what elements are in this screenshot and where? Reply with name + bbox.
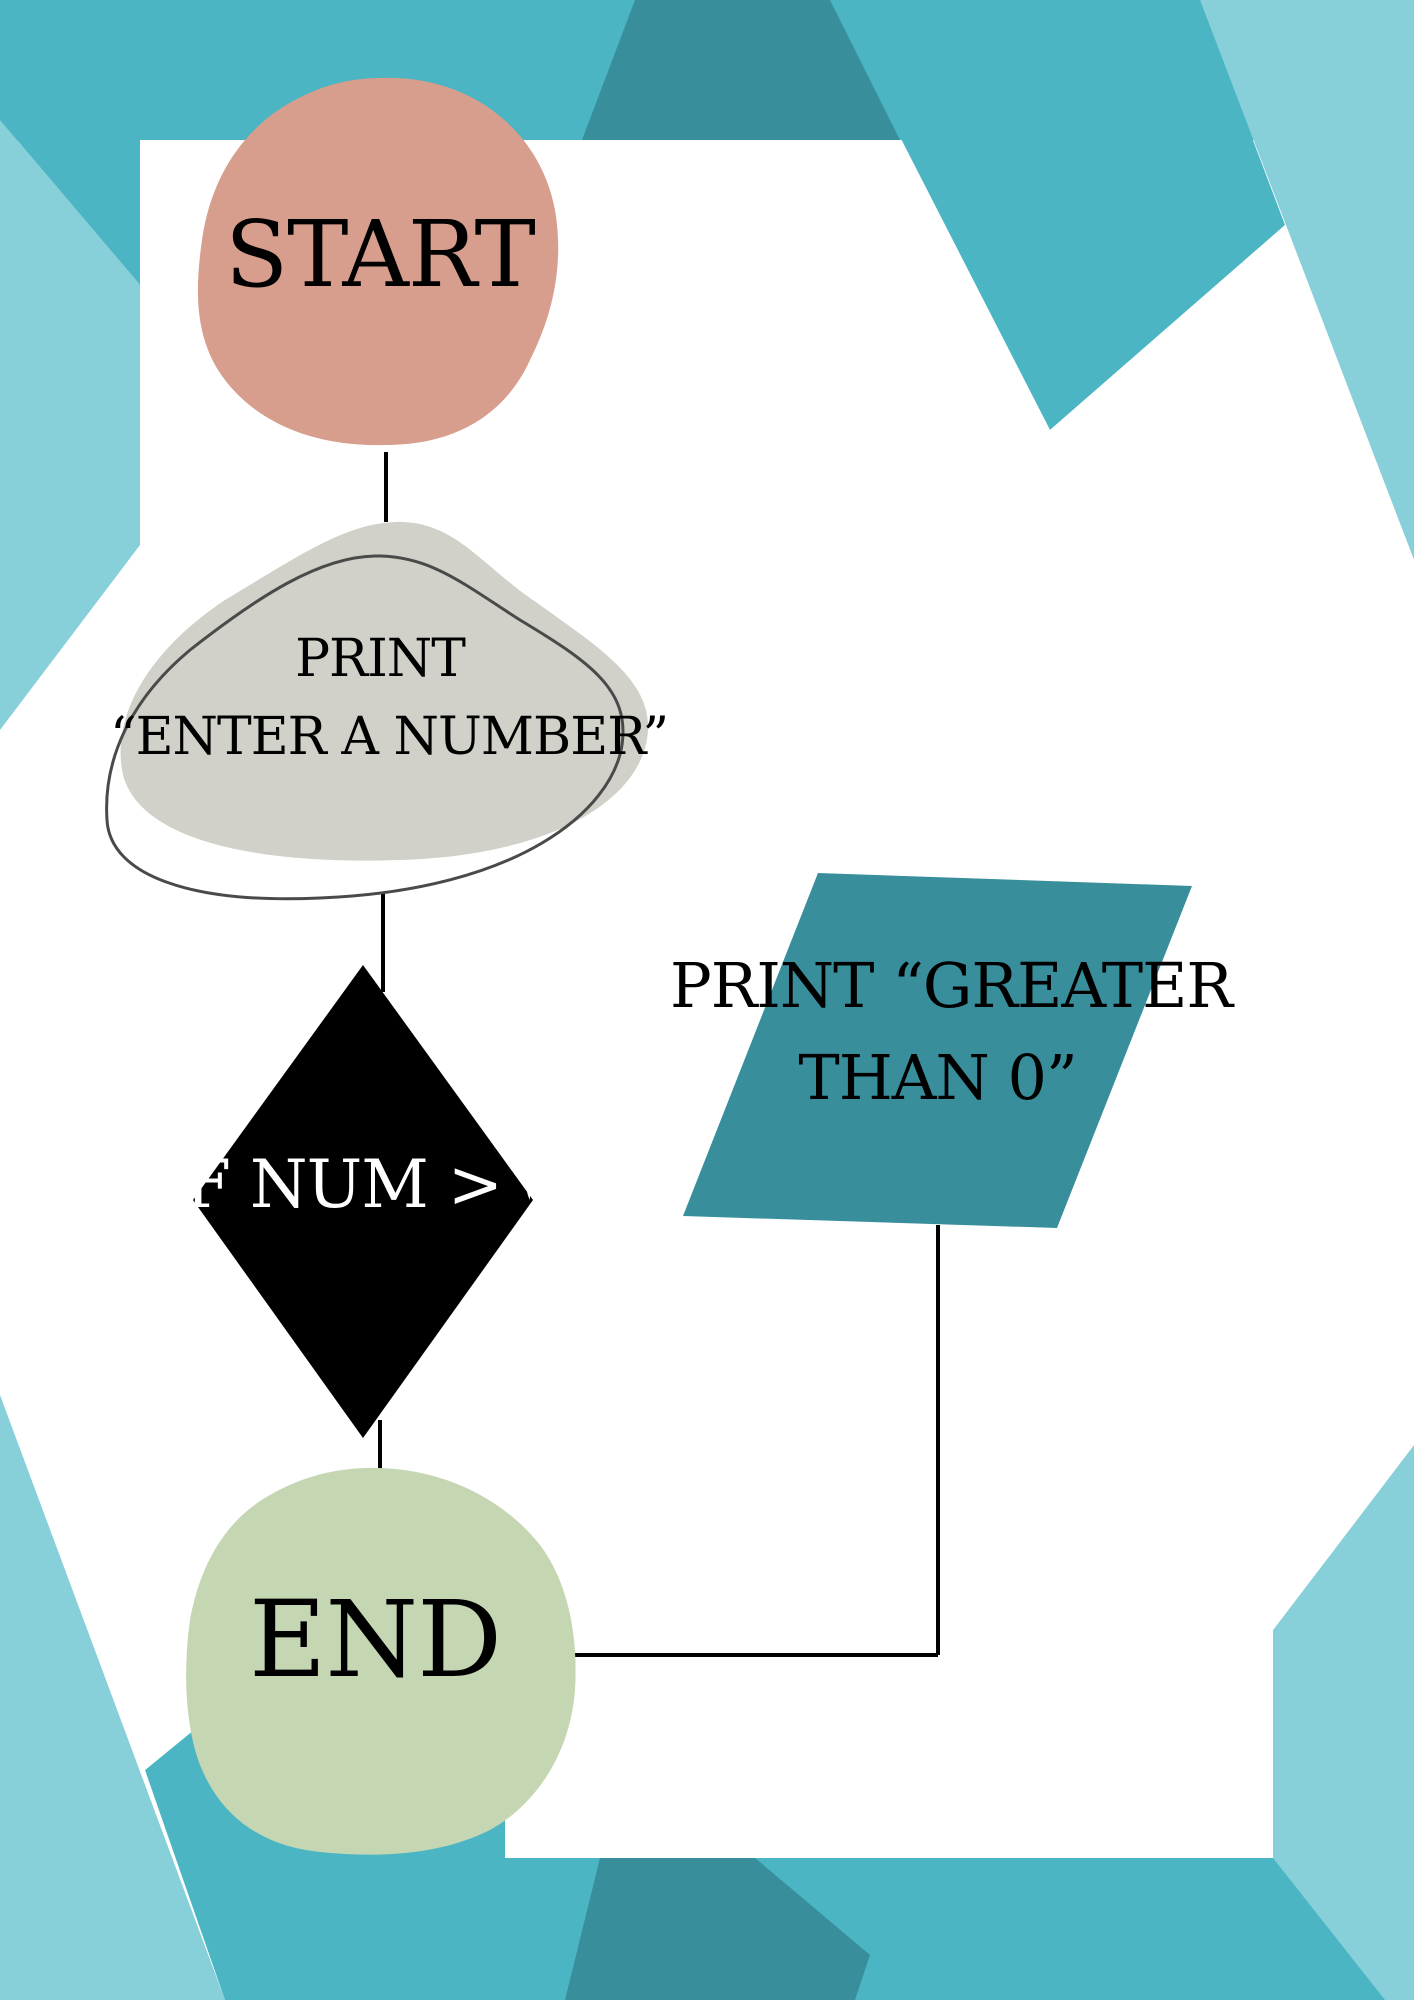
- output-label: PRINT “GREATER THAN 0”: [670, 940, 1233, 1124]
- bg-teal-light-right-corner: [1273, 1858, 1414, 2000]
- end-label: END: [248, 1578, 502, 1701]
- input-label-line2: “ENTER A NUMBER”: [110, 707, 669, 767]
- input-shape: [120, 521, 649, 861]
- bg-teal-top-right-triangle: [830, 0, 1285, 430]
- output-shape: [683, 873, 1192, 1228]
- bg-teal-top-dark: [582, 0, 900, 140]
- bg-teal-light-right-bottom: [1273, 1445, 1414, 1858]
- input-label: PRINT “ENTER A NUMBER”: [110, 620, 669, 776]
- bg-teal-light-right-strip: [1200, 0, 1414, 560]
- bg-teal-left-strip: [0, 0, 140, 285]
- output-label-line1: PRINT “GREATER: [670, 949, 1233, 1022]
- input-outline: [105, 554, 625, 901]
- output-label-line2: THAN 0”: [798, 1041, 1077, 1114]
- start-label: START: [225, 201, 536, 308]
- bg-teal-bottom-dark: [565, 1858, 870, 2000]
- bg-teal-light-bottom-left: [0, 1395, 225, 2000]
- decision-label: IF NUM > 0: [190, 1146, 530, 1223]
- connectors: [378, 452, 940, 1657]
- decision-shape: [193, 965, 533, 1438]
- end-shape: [186, 1467, 576, 1855]
- decision-label-clip: IF NUM > 0: [190, 1140, 530, 1230]
- bg-teal-light-left-triangle: [0, 120, 140, 730]
- input-label-line1: PRINT: [295, 629, 466, 689]
- start-shape: [197, 77, 559, 446]
